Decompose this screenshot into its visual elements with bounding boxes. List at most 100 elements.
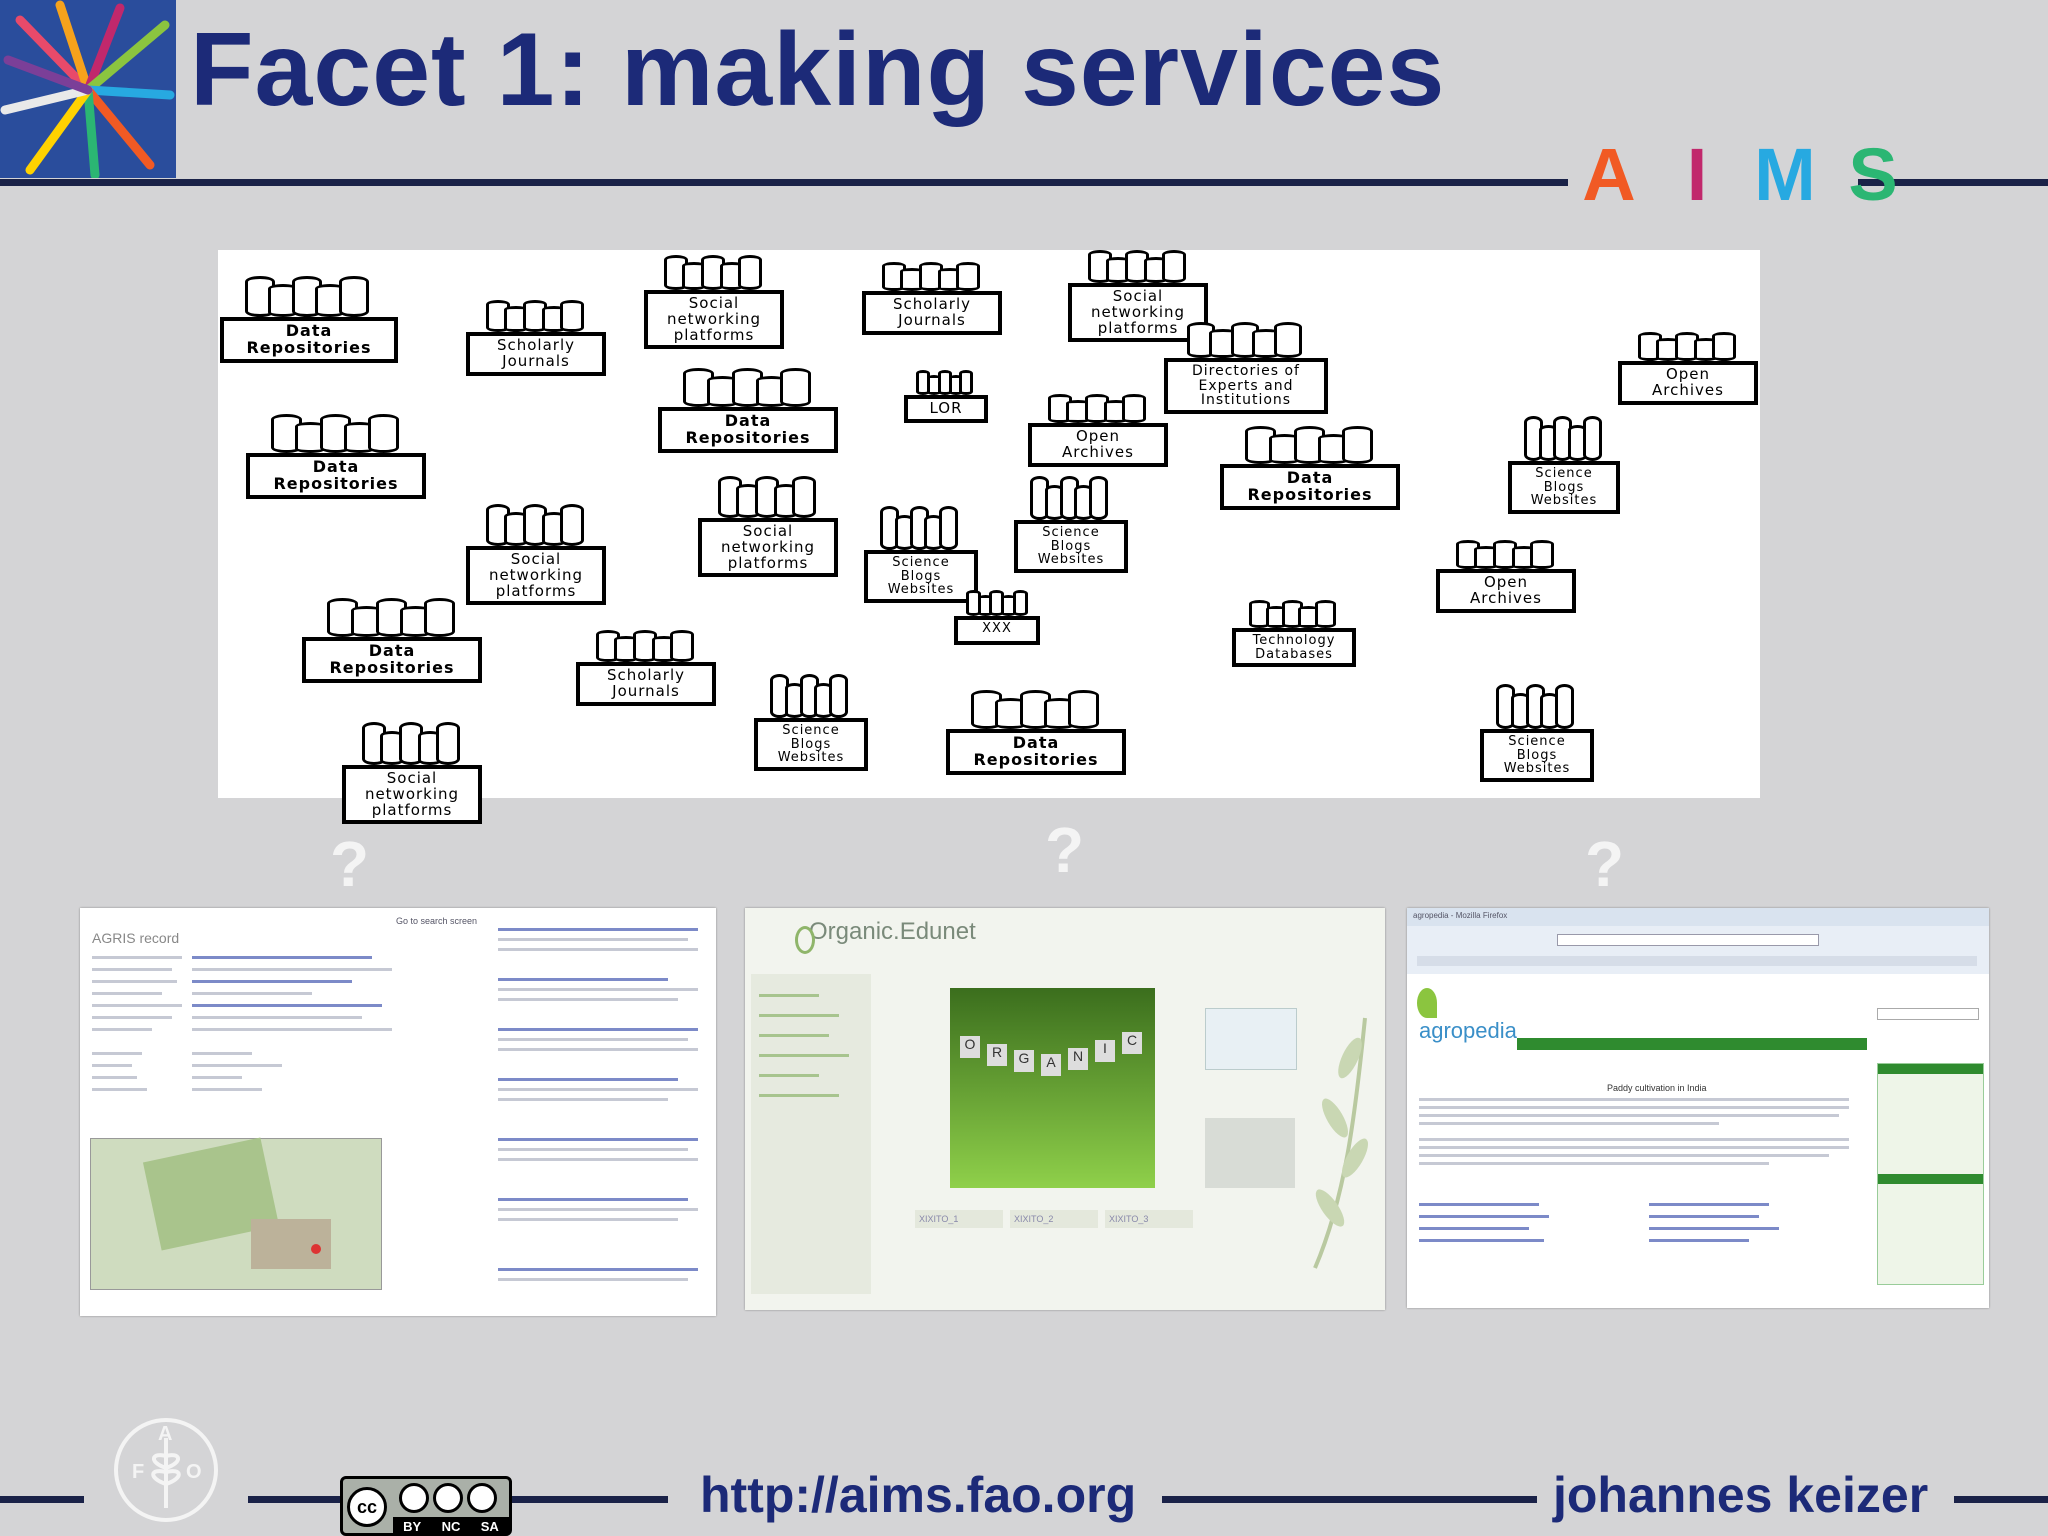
fao-letter-f: F bbox=[132, 1461, 144, 1483]
fao-letter-o: O bbox=[186, 1461, 202, 1483]
repository-label: Social networking platforms bbox=[1068, 283, 1208, 343]
repository-node: Social networking platforms bbox=[644, 255, 784, 350]
database-stack-icon bbox=[485, 300, 587, 332]
database-stack-icon bbox=[1245, 426, 1375, 464]
database-stack-icon bbox=[595, 630, 697, 662]
repository-label: Social networking platforms bbox=[698, 518, 838, 578]
repository-label: Social networking platforms bbox=[466, 546, 606, 606]
database-stack-icon bbox=[971, 690, 1101, 729]
organic-edunet-screenshot: Organic.Edunet O R G A N I C XIXITO_1 XI… bbox=[745, 908, 1385, 1310]
repository-node: Science Blogs Websites bbox=[1508, 416, 1620, 514]
repository-label: Directories of Experts and Institutions bbox=[1164, 358, 1328, 415]
repository-label: Science Blogs Websites bbox=[754, 718, 868, 771]
repository-node: Scholarly Journals bbox=[466, 300, 606, 376]
organic-item-row: XIXITO_1 XIXITO_2 XIXITO_3 bbox=[915, 1206, 1195, 1232]
agropedia-lists bbox=[1419, 1203, 1859, 1283]
database-stack-icon bbox=[915, 370, 976, 395]
footer-rule-5 bbox=[1954, 1496, 2048, 1503]
agropedia-sidebar bbox=[1877, 1063, 1984, 1285]
cc-term-nc: NC bbox=[441, 1518, 461, 1534]
fao-emblem-icon: F A O bbox=[112, 1416, 220, 1524]
cc-sa-icon bbox=[467, 1483, 497, 1513]
repository-node: Social networking platforms bbox=[1068, 250, 1208, 343]
organic-olive-branch bbox=[1305, 998, 1375, 1278]
repository-node: Social networking platforms bbox=[342, 722, 482, 825]
repository-label: Scholarly Journals bbox=[466, 332, 606, 376]
database-stack-icon bbox=[244, 276, 373, 317]
database-stack-icon bbox=[271, 414, 401, 453]
fao-leaf-logo bbox=[0, 0, 176, 180]
question-mark-left: ? bbox=[330, 828, 370, 900]
repository-node: XXX bbox=[954, 590, 1040, 645]
question-mark-center: ? bbox=[1045, 814, 1085, 886]
agropedia-tabs bbox=[1417, 956, 1977, 966]
agris-map bbox=[90, 1137, 382, 1290]
database-stack-icon bbox=[717, 476, 819, 518]
agropedia-nav-bar bbox=[1517, 1038, 1867, 1050]
repository-node: Science Blogs Websites bbox=[1480, 684, 1594, 782]
agropedia-search-input bbox=[1877, 1008, 1979, 1020]
repository-node: Open Archives bbox=[1028, 394, 1168, 467]
database-stack-icon bbox=[1047, 394, 1149, 423]
repository-label: Data Repositories bbox=[302, 637, 482, 683]
repository-label: Open Archives bbox=[1436, 569, 1576, 613]
repository-label: XXX bbox=[954, 616, 1040, 645]
database-stack-icon bbox=[881, 262, 983, 291]
repository-node: Technology Databases bbox=[1232, 600, 1356, 668]
cc-term-sa: SA bbox=[480, 1518, 499, 1534]
aims-letter-a: A bbox=[1582, 133, 1636, 216]
repository-label: Social networking platforms bbox=[342, 765, 482, 825]
fao-letter-a: A bbox=[158, 1423, 172, 1445]
agris-screenshot: AGRIS record Go to search screen bbox=[80, 908, 716, 1316]
repository-node: Science Blogs Websites bbox=[864, 506, 978, 603]
database-stack-icon bbox=[966, 590, 1028, 616]
database-stack-icon bbox=[485, 504, 587, 546]
repository-node: Data Repositories bbox=[246, 414, 426, 499]
repository-label: Science Blogs Websites bbox=[1508, 461, 1620, 514]
repository-node: Social networking platforms bbox=[698, 476, 838, 578]
organic-dice-word: O R G A N I C bbox=[960, 1028, 1145, 1088]
database-stack-icon bbox=[1186, 322, 1305, 358]
database-stack-icon bbox=[663, 255, 765, 290]
agris-search-link: Go to search screen bbox=[396, 916, 478, 926]
agropedia-article-text bbox=[1419, 1098, 1859, 1178]
repository-label: Social networking platforms bbox=[644, 290, 784, 350]
agris-metadata-table bbox=[92, 956, 392, 1106]
repository-label: Science Blogs Websites bbox=[864, 550, 978, 603]
repository-node: LOR bbox=[904, 370, 988, 423]
agropedia-screenshot: agropedia - Mozilla Firefox agropedia Pa… bbox=[1407, 908, 1989, 1308]
database-stack-icon bbox=[327, 598, 457, 637]
agropedia-article-title: Paddy cultivation in India bbox=[1607, 1083, 1707, 1093]
slide-title: Facet 1: making services bbox=[190, 12, 1446, 128]
aims-letter-i: I bbox=[1686, 133, 1708, 216]
organic-sidebar bbox=[751, 974, 871, 1294]
agropedia-browser-toolbar bbox=[1407, 926, 1989, 974]
header-rule-left bbox=[0, 179, 1568, 186]
repository-label: Scholarly Journals bbox=[576, 662, 716, 706]
repository-node: Data Repositories bbox=[1220, 426, 1400, 510]
aims-letter-m: M bbox=[1754, 133, 1816, 216]
database-stack-icon bbox=[361, 722, 463, 765]
database-stack-icon bbox=[1637, 332, 1739, 361]
database-stack-icon bbox=[1455, 540, 1557, 569]
repository-label: Science Blogs Websites bbox=[1480, 729, 1594, 782]
footer-url-link[interactable]: http://aims.fao.org bbox=[700, 1467, 1137, 1523]
aims-letter-s: S bbox=[1848, 133, 1898, 216]
agris-heading: AGRIS record bbox=[92, 930, 180, 946]
organic-leaf-icon bbox=[795, 926, 815, 954]
database-stack-icon bbox=[879, 506, 962, 550]
footer-rule-2 bbox=[248, 1496, 340, 1503]
repository-node: Data Repositories bbox=[302, 598, 482, 683]
database-stack-icon bbox=[1495, 684, 1578, 729]
agropedia-logo: agropedia bbox=[1413, 988, 1517, 1048]
repository-label: LOR bbox=[904, 395, 988, 423]
footer-author: johannes keizer bbox=[1553, 1467, 1929, 1523]
header-rule-right bbox=[1858, 179, 2048, 186]
cc-license-terms: BY NC SA bbox=[393, 1517, 509, 1535]
repository-node: Social networking platforms bbox=[466, 504, 606, 606]
repository-node: Science Blogs Websites bbox=[754, 674, 868, 771]
footer-rule-1 bbox=[0, 1496, 84, 1503]
repository-node: Scholarly Journals bbox=[862, 262, 1002, 335]
map-pin-icon bbox=[311, 1244, 321, 1254]
